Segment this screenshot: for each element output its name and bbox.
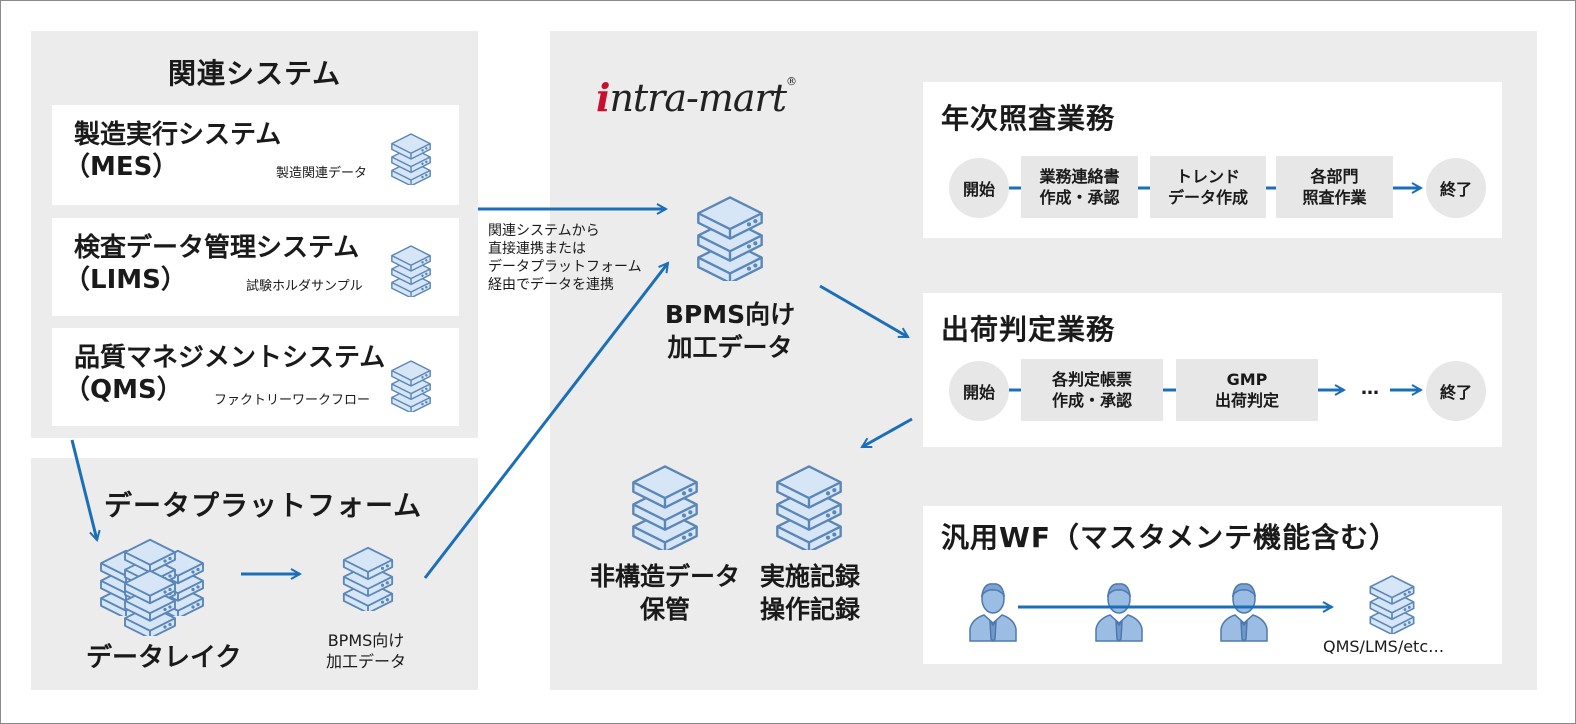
step-line2: 作成・承認 [1051, 391, 1132, 410]
platform-bpms-line2: 加工データ [325, 652, 406, 671]
step-line2: 出荷判定 [1214, 391, 1279, 410]
system-card-lims: 検査データ管理システム （LIMS） 試験ホルダサンプル [52, 218, 459, 316]
system-card-qms: 品質マネジメントシステム （QMS） ファクトリーワークフロー [52, 328, 459, 426]
user-icon [1220, 583, 1268, 642]
system-data-type: 試験ホルダサンプル [246, 279, 363, 294]
connector-note-line1: 関連システムから [488, 223, 600, 239]
records-line1: 実施記録 [759, 562, 860, 591]
arrow-to-shipping [819, 284, 908, 339]
system-name: 製造実行システム [74, 120, 282, 150]
system-code: （MES） [64, 152, 179, 182]
connector-note-line4: 経由でデータを連携 [488, 277, 614, 293]
generic-workflow-title: 汎用WF（マスタメンテ機能含む） [941, 521, 1399, 554]
system-code: （QMS） [64, 375, 183, 405]
end-node: 終了 [1426, 158, 1486, 218]
records-storage-label: 実施記録 操作記録 [745, 560, 875, 626]
step-line1: トレンド [1175, 167, 1240, 186]
annual-review-title: 年次照査業務 [941, 102, 1116, 135]
data-lake-icon [100, 538, 204, 636]
step-line2: 照査作業 [1302, 188, 1367, 207]
process-step: 各部門照査作業 [1276, 156, 1393, 218]
connector-note-line3: データプラットフォーム [488, 259, 642, 275]
step-line1: 各部門 [1310, 167, 1359, 186]
step-line1: GMP [1226, 370, 1268, 389]
lims-server-icon [391, 245, 431, 297]
system-data-type: 製造関連データ [276, 166, 368, 181]
step-line1: 各判定帳票 [1051, 370, 1132, 389]
system-name: 品質マネジメントシステム [74, 343, 386, 373]
start-node: 開始 [949, 158, 1009, 218]
records-line2: 操作記録 [759, 595, 860, 624]
step-line2: データ作成 [1167, 188, 1248, 207]
intramart-logo: intra-mart® [596, 75, 797, 120]
arrow-to-storage [862, 417, 913, 449]
bpms-data-server-icon [697, 196, 763, 281]
platform-bpms-server-icon [342, 546, 394, 611]
logo-i: i [596, 75, 610, 120]
shipping-decision-title: 出荷判定業務 [941, 313, 1116, 346]
system-data-type: ファクトリーワークフロー [214, 393, 371, 408]
user-icon [969, 583, 1017, 642]
system-code: （LIMS） [64, 265, 187, 295]
process-step: 各判定帳票作成・承認 [1021, 359, 1163, 421]
unstructured-storage-label: 非構造データ 保管 [582, 560, 748, 626]
unstructured-line1: 非構造データ [589, 562, 740, 591]
end-node: 終了 [1426, 361, 1486, 421]
unstructured-line2: 保管 [639, 595, 690, 624]
arrow-diagonal [423, 263, 668, 579]
qms-server-icon [391, 360, 431, 412]
connector-note: 関連システムから 直接連携または データプラットフォーム 経由でデータを連携 [488, 222, 642, 294]
logo-mark: ® [785, 75, 797, 88]
records-storage-server-icon [776, 465, 842, 550]
bpms-data-label: BPMS向け 加工データ [650, 298, 810, 364]
bpms-data-line2: 加工データ [667, 333, 793, 362]
arrow-down [70, 439, 97, 540]
step-line1: 業務連絡書 [1039, 167, 1120, 186]
target-systems-label: QMS/LMS/etc… [1323, 637, 1445, 656]
system-name: 検査データ管理システム [74, 233, 360, 263]
mes-server-icon [391, 133, 431, 185]
step-line2: 作成・承認 [1039, 188, 1120, 207]
user-icon [1095, 583, 1143, 642]
logo-text: ntra-mart [609, 76, 787, 120]
annual-review-card: 年次照査業務 開始 業務連絡書作成・承認 トレンドデータ作成 各部門照査作業 終… [923, 82, 1502, 238]
system-card-mes: 製造実行システム （MES） 製造関連データ [52, 105, 459, 205]
ellipsis: … [1361, 378, 1379, 399]
data-platform-title: データプラットフォーム [104, 489, 423, 522]
target-systems-server-icon [1369, 575, 1415, 634]
connector-note-line2: 直接連携または [488, 241, 586, 257]
unstructured-storage-server-icon [632, 465, 698, 550]
related-systems-title: 関連システム [168, 57, 342, 90]
data-lake-label: データレイク [86, 643, 242, 673]
platform-bpms-label: BPMS向け 加工データ [316, 630, 416, 672]
start-node: 開始 [949, 361, 1009, 421]
process-step: GMP 出荷判定 [1176, 359, 1318, 421]
shipping-decision-card: 出荷判定業務 開始 各判定帳票作成・承認 GMP 出荷判定 … 終了 [923, 293, 1502, 447]
bpms-data-line1: BPMS向け [664, 300, 796, 329]
process-step: トレンドデータ作成 [1150, 156, 1266, 218]
process-step: 業務連絡書作成・承認 [1021, 156, 1138, 218]
platform-bpms-line1: BPMS向け [327, 631, 405, 650]
